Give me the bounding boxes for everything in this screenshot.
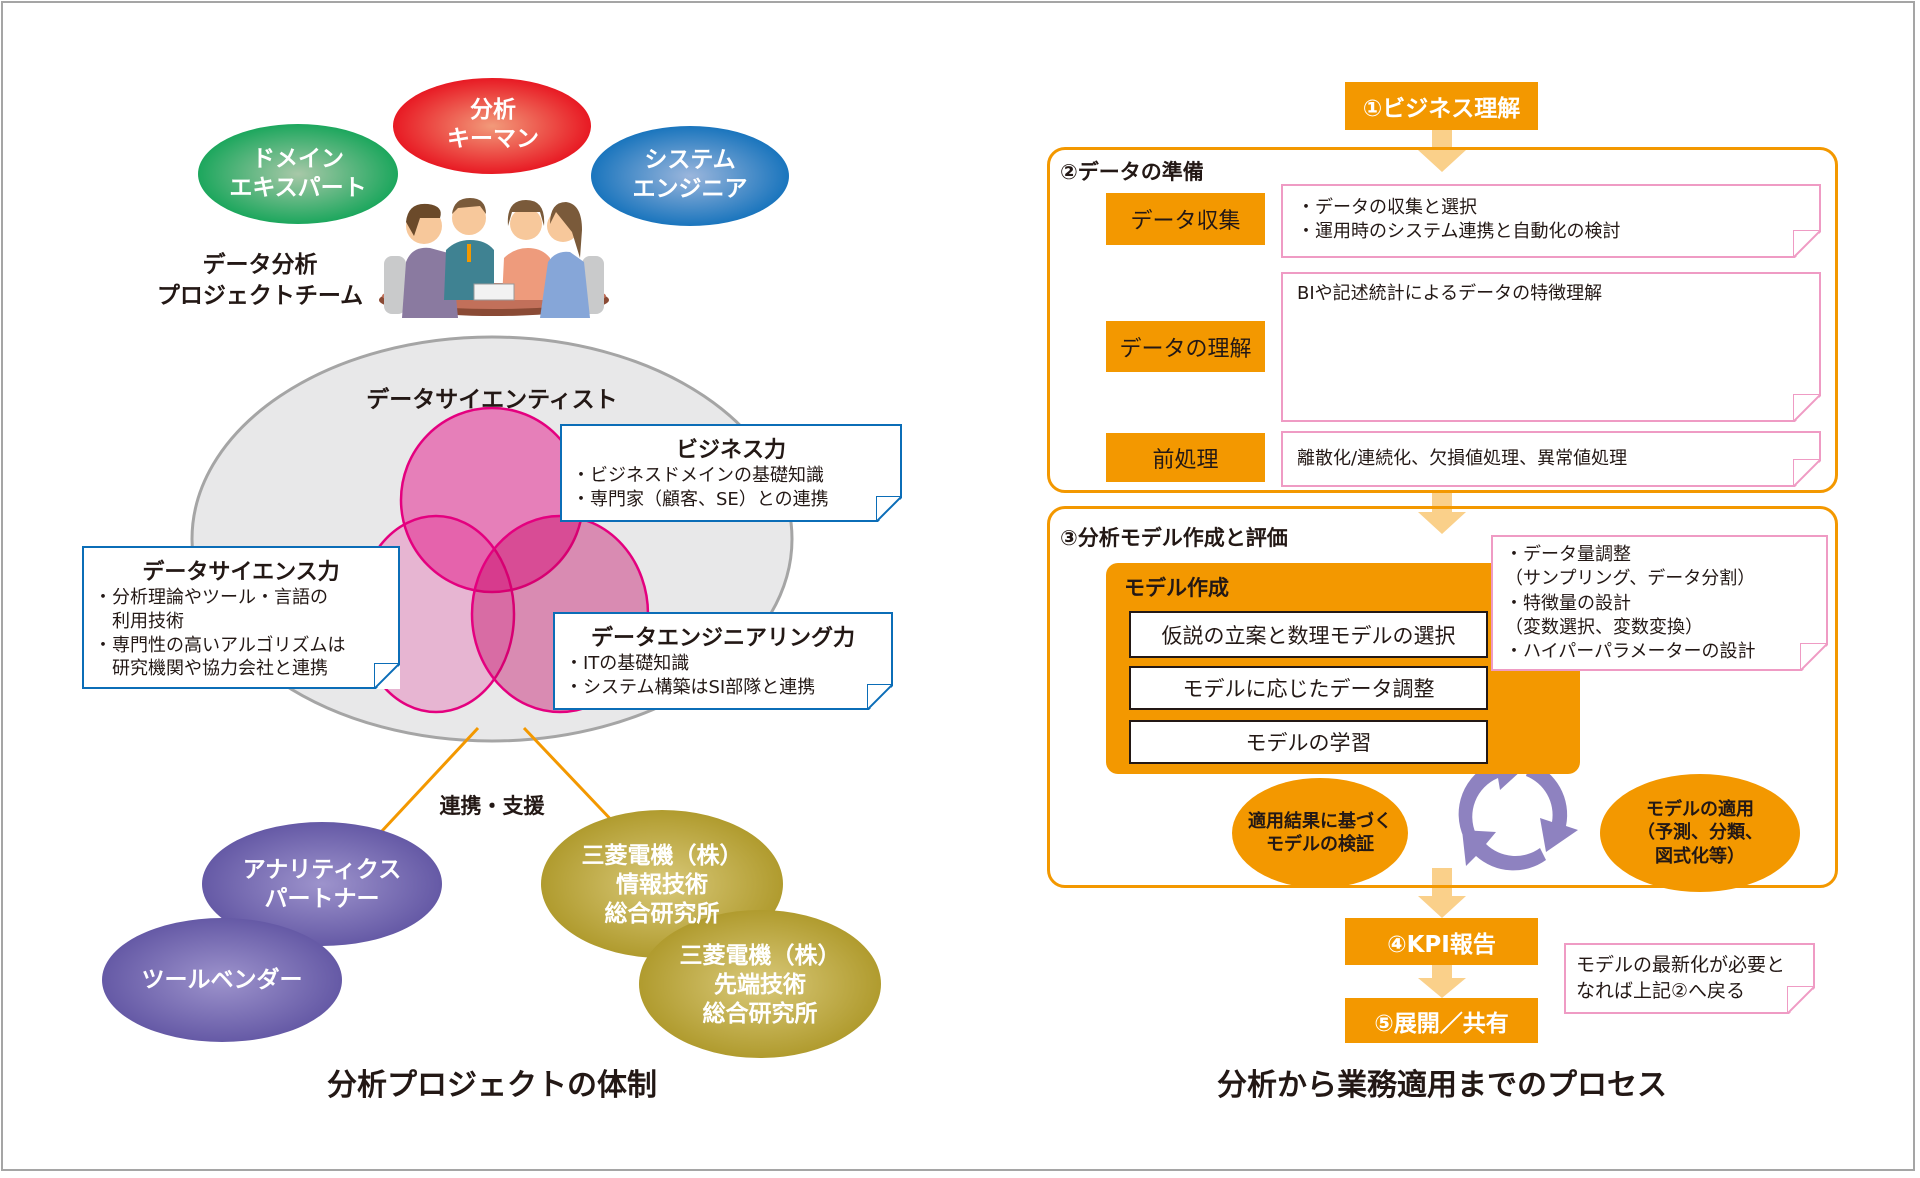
skill-line: 研究機関や協力会社と連携 <box>94 658 328 680</box>
partner-label-tool-vendor: ツールベンダー <box>141 967 303 993</box>
prep-step-preprocessing: 前処理 <box>1106 433 1265 482</box>
model-item-training: モデルの学習 <box>1129 720 1488 764</box>
note-line: モデルの最新化が必要と <box>1576 954 1786 976</box>
model-item-data-adjustment: モデルに応じたデータ調整 <box>1129 666 1488 710</box>
prep-step-data-understanding: データの理解 <box>1106 321 1265 372</box>
note-line: ・ハイパーパラメーターの設計 <box>1505 641 1756 663</box>
partner-ellipse-analytics-partner <box>202 822 442 946</box>
page-fold-icon <box>867 684 893 710</box>
step-business-understanding: ①ビジネス理解 <box>1345 82 1538 130</box>
skill-line: 利用技術 <box>94 610 184 632</box>
model-creation-title: モデル作成 <box>1124 576 1229 600</box>
page-fold-icon <box>1787 986 1815 1014</box>
skill-line: ・専門家（顧客、SE）との連携 <box>572 488 829 510</box>
page-fold-icon <box>1800 643 1828 671</box>
right-caption: 分析から業務適用までのプロセス <box>1217 1068 1667 1103</box>
section-label-model-building: ③分析モデル作成と評価 <box>1060 526 1288 550</box>
section-model-building <box>1047 506 1838 888</box>
skill-box-business: ビジネス力 ・ビジネスドメインの基礎知識 ・専門家（顧客、SE）との連携 <box>560 424 902 522</box>
partner-label-mitsubishi-adv-lab: 三菱電機（株） 先端技術 総合研究所 <box>679 943 841 1027</box>
flow-arrow-3-4 <box>1418 868 1466 918</box>
page-fold-icon <box>1793 459 1821 487</box>
note-line: なれば上記②へ戻る <box>1576 979 1746 1002</box>
support-line-left <box>366 726 480 848</box>
section-data-preparation <box>1047 147 1838 493</box>
page-fold-icon <box>876 496 902 522</box>
note-line: （変数選択、変数変換） <box>1505 616 1703 638</box>
skill-line: ・ITの基礎知識 <box>565 653 690 674</box>
support-label: 連携・支援 <box>439 794 545 818</box>
step-deploy-share: ⑤展開／共有 <box>1345 998 1538 1043</box>
note-line: ・運用時のシステム連携と自動化の検討 <box>1297 221 1621 243</box>
section-label-data-preparation: ②データの準備 <box>1060 160 1204 184</box>
skill-line: ・専門性の高いアルゴリズムは <box>94 634 346 656</box>
model-item-hypothesis: 仮説の立案と数理モデルの選択 <box>1129 611 1488 658</box>
skill-box-data-engineering: データエンジニアリング力 ・ITの基礎知識 ・システム構築はSI部隊と連携 <box>553 612 893 710</box>
notes-return-to-step2: モデルの最新化が必要と なれば上記②へ戻る <box>1564 943 1815 1014</box>
page-fold-icon <box>1793 394 1821 422</box>
model-verification-oval: 適用結果に基づく モデルの検証 <box>1232 778 1408 888</box>
page-fold-icon <box>1793 230 1821 258</box>
role-ellipse-system-engineer <box>591 126 789 226</box>
step-kpi-report: ④KPI報告 <box>1345 918 1538 965</box>
skill-line: ・分析理論やツール・言語の <box>94 587 328 608</box>
flow-arrow-1-2 <box>1418 130 1466 172</box>
partner-label-analytics-partner: アナリティクス パートナー <box>242 857 402 912</box>
note-line: （サンプリング、データ分割） <box>1505 568 1756 590</box>
notes-data-understanding: BIや記述統計によるデータの特徴理解 <box>1281 272 1821 422</box>
team-label: データ分析 プロジェクトチーム <box>156 252 364 310</box>
role-ellipse-analysis-keyman <box>393 78 591 174</box>
flow-arrow-2-3 <box>1418 493 1466 534</box>
notes-model-tuning: ・データ量調整 （サンプリング、データ分割） ・特徴量の設計 （変数選択、変数変… <box>1491 535 1828 671</box>
notes-data-collection: ・データの収集と選択 ・運用時のシステム連携と自動化の検討 <box>1281 184 1821 258</box>
team-meeting-illustration <box>379 198 609 318</box>
notes-preprocessing: 離散化/連続化、欠損値処理、異常値処理 <box>1281 431 1821 487</box>
skill-title-data-engineering: データエンジニアリング力 <box>590 626 855 651</box>
page-fold-icon <box>374 663 400 689</box>
role-label-domain-expert: ドメイン エキスパート <box>229 146 367 201</box>
role-label-system-engineer: システム エンジニア <box>632 147 748 202</box>
left-caption: 分析プロジェクトの体制 <box>327 1068 657 1103</box>
role-ellipse-domain-expert <box>198 124 398 224</box>
skill-title-data-science: データサイエンス力 <box>142 560 340 585</box>
flow-arrow-4-5 <box>1418 965 1466 998</box>
skill-line: ・ビジネスドメインの基礎知識 <box>572 465 824 486</box>
skill-title-business: ビジネス力 <box>675 438 786 463</box>
data-scientist-label: データサイエンティスト <box>366 387 618 413</box>
skill-line: ・システム構築はSI部隊と連携 <box>565 676 816 698</box>
note-line: 離散化/連続化、欠損値処理、異常値処理 <box>1297 448 1628 469</box>
model-application-oval: モデルの適用 （予測、分類、 図式化等） <box>1600 774 1800 892</box>
note-line: ・データの収集と選択 <box>1297 197 1477 218</box>
partner-ellipse-mitsubishi-adv-lab <box>639 910 881 1058</box>
note-line: BIや記述統計によるデータの特徴理解 <box>1297 283 1603 304</box>
note-line: ・データ量調整 <box>1505 544 1631 565</box>
note-line: ・特徴量の設計 <box>1505 592 1631 614</box>
skill-box-data-science: データサイエンス力 ・分析理論やツール・言語の 利用技術 ・専門性の高いアルゴリ… <box>82 546 400 689</box>
partner-label-mitsubishi-it-lab: 三菱電機（株） 情報技術 総合研究所 <box>581 843 743 927</box>
prep-step-data-collection: データ収集 <box>1106 193 1265 245</box>
role-label-analysis-keyman: 分析 キーマン <box>447 97 539 152</box>
partner-ellipse-tool-vendor <box>102 918 342 1042</box>
